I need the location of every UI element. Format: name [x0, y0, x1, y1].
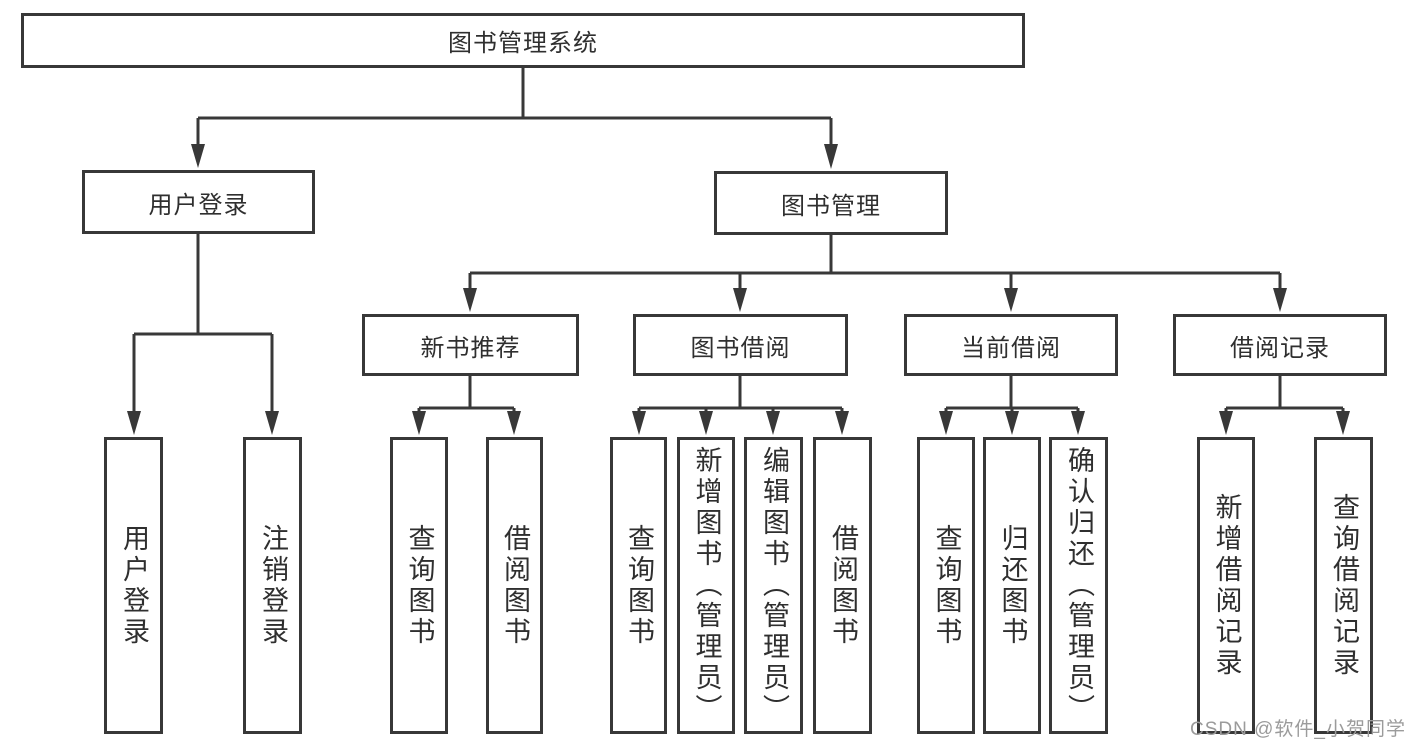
- leaf-query-borrow-record: 查询借阅记录: [1314, 437, 1373, 734]
- node-book-management: 图书管理: [714, 171, 948, 235]
- leaf-add-books-admin: 新增图书（管理员）: [677, 437, 735, 734]
- node-label: 新增借阅记录: [1211, 492, 1242, 679]
- node-current-borrowing: 当前借阅: [904, 314, 1118, 376]
- node-label: 当前借阅: [961, 334, 1061, 362]
- node-label: 新书推荐: [420, 334, 521, 362]
- node-borrow-records: 借阅记录: [1173, 314, 1387, 376]
- node-label: 用户登录: [119, 523, 149, 648]
- leaf-query-books-borrow: 查询图书: [610, 437, 667, 734]
- leaf-edit-books-admin: 编辑图书（管理员）: [744, 437, 803, 734]
- node-label: 新增图书（管理员）: [691, 446, 722, 725]
- leaf-return-books: 归还图书: [983, 437, 1041, 734]
- leaf-confirm-return-admin: 确认归还（管理员）: [1049, 437, 1108, 734]
- leaf-logout: 注销登录: [243, 437, 302, 734]
- node-label: 查询图书: [624, 523, 654, 648]
- leaf-add-borrow-record: 新增借阅记录: [1197, 437, 1255, 734]
- node-book-borrowing: 图书借阅: [633, 314, 848, 376]
- node-label: 图书借阅: [690, 334, 791, 362]
- node-library-management-system: 图书管理系统: [21, 13, 1025, 68]
- node-label: 用户登录: [148, 191, 249, 219]
- node-label: 确认归还（管理员）: [1064, 446, 1094, 725]
- node-label: 编辑图书（管理员）: [759, 446, 789, 725]
- leaf-query-books-current: 查询图书: [917, 437, 975, 734]
- csdn-watermark: CSDN @软件_小贺同学: [1190, 719, 1405, 740]
- node-label: 归还图书: [997, 523, 1028, 648]
- leaf-user-login: 用户登录: [104, 437, 163, 734]
- node-label: 借阅图书: [828, 523, 858, 648]
- leaf-query-books-recommend: 查询图书: [390, 437, 448, 734]
- node-label: 注销登录: [258, 523, 288, 648]
- node-new-book-recommend: 新书推荐: [362, 314, 579, 376]
- node-label: 查询图书: [931, 523, 962, 648]
- node-label: 借阅图书: [500, 523, 530, 648]
- leaf-borrow-books: 借阅图书: [813, 437, 872, 734]
- node-label: 查询图书: [404, 523, 435, 648]
- node-label: 图书管理系统: [448, 30, 598, 57]
- node-label: 查询借阅记录: [1329, 492, 1359, 679]
- node-label: 图书管理: [781, 192, 881, 220]
- arrowheads: [127, 144, 1350, 435]
- leaf-borrow-books-recommend: 借阅图书: [486, 437, 543, 734]
- node-user-login: 用户登录: [82, 170, 315, 234]
- node-label: 借阅记录: [1230, 334, 1330, 362]
